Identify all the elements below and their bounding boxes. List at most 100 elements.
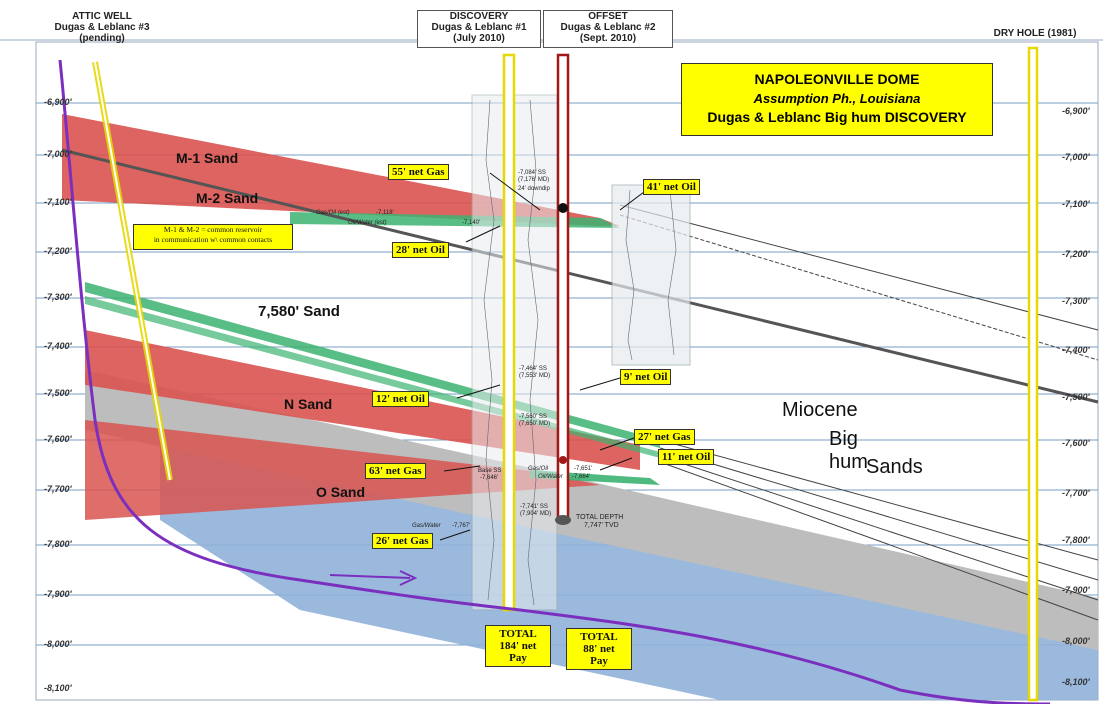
depth-right-1: -6,900' xyxy=(1062,106,1090,116)
note-line-2: in communication w\ common contacts xyxy=(153,235,273,244)
attic-well-header: ATTIC WELL Dugas & Leblanc #3 (pending) xyxy=(42,11,162,44)
discovery-header: DISCOVERY Dugas & Leblanc #1 (July 2010) xyxy=(417,10,541,48)
depth-left-13: -8,100' xyxy=(44,683,72,693)
attic-well-status: (pending) xyxy=(79,33,125,44)
depth-left-4: -7,200' xyxy=(44,246,72,256)
callout-9-net-oil: 9' net Oil xyxy=(620,369,672,385)
depth-left-3: -7,100' xyxy=(44,197,72,207)
callout-26-net-gas: 26' net Gas xyxy=(372,533,433,549)
salt-dome-outline xyxy=(58,59,1051,704)
depth-left-2: -7,000' xyxy=(44,149,72,159)
label-m2-sand: M-2 Sand xyxy=(196,190,259,206)
depth-left-12: -8,000' xyxy=(44,639,72,649)
offset-title: OFFSET xyxy=(588,11,628,22)
depth-left-1: -6,900' xyxy=(44,97,72,107)
depth-right-4: -7,200' xyxy=(1062,249,1090,259)
annot-7176-md: (7,176' MD) xyxy=(518,177,550,183)
annot-7140: -7,140' xyxy=(462,220,481,226)
annot-total-depth: TOTAL DEPTH xyxy=(576,514,624,521)
annot-7464: -7,464' SS xyxy=(519,366,547,372)
annot-tvd: 7,747' TVD xyxy=(584,522,619,529)
annot-7084: -7,084' SS xyxy=(518,170,546,176)
total-discovery-line-1: TOTAL xyxy=(499,628,537,640)
title-line-2: Assumption Ph., Louisiana xyxy=(753,91,921,106)
total-discovery-line-2: 184' net xyxy=(499,640,537,652)
annot-7904-md: (7,904' MD) xyxy=(520,511,552,517)
total-discovery-box: TOTAL 184' net Pay xyxy=(485,625,551,667)
discovery-name: Dugas & Leblanc #1 xyxy=(431,22,527,33)
depth-left-9: -7,700' xyxy=(44,484,72,494)
dry-hole-title: DRY HOLE (1981) xyxy=(993,28,1077,39)
o-sand-body xyxy=(85,420,600,520)
depth-right-7: -7,500' xyxy=(1062,392,1090,402)
depth-right-5: -7,300' xyxy=(1062,296,1090,306)
depth-left-10: -7,800' xyxy=(44,539,72,549)
annot-7646: -7,646' xyxy=(480,475,499,481)
title-line-1: NAPOLEONVILLE DOME xyxy=(754,71,920,87)
offset-date: (Sept. 2010) xyxy=(579,33,637,44)
annot-7553-md: (7,553' MD) xyxy=(519,373,551,379)
depth-left-5: -7,300' xyxy=(44,292,72,302)
depth-right-9: -7,700' xyxy=(1062,488,1090,498)
dry-hole-header: DRY HOLE (1981) xyxy=(980,28,1090,39)
annot-oil-water-low: Oil/Water xyxy=(538,474,563,480)
depth-right-6: -7,400' xyxy=(1062,345,1090,355)
total-discovery-line-3: Pay xyxy=(509,652,527,664)
depth-left-7: -7,500' xyxy=(44,388,72,398)
depth-right-8: -7,600' xyxy=(1062,438,1090,448)
annot-7741: -7,741' SS xyxy=(520,504,548,510)
attic-well-track xyxy=(92,61,173,481)
depth-left-6: -7,400' xyxy=(44,341,72,351)
common-reservoir-note: M-1 & M-2 = common reservoir in communic… xyxy=(133,224,293,250)
title-line-3: Dugas & Leblanc Big hum DISCOVERY xyxy=(707,109,967,125)
title-box: NAPOLEONVILLE DOME Assumption Ph., Louis… xyxy=(681,63,993,136)
offset-name: Dugas & Leblanc #2 xyxy=(560,22,656,33)
label-m1-sand: M-1 Sand xyxy=(176,150,239,166)
depth-right-10: -7,800' xyxy=(1062,535,1090,545)
annot-oil-water-top: Oil/Water (est) xyxy=(348,220,387,226)
total-offset-box: TOTAL 88' net Pay xyxy=(566,628,632,670)
dry-hole-track xyxy=(1027,46,1039,702)
discovery-title: DISCOVERY xyxy=(449,11,509,22)
annot-gas-oil-top: Gas/Oil (est) xyxy=(316,210,350,216)
annot-7650-md: (7,650' MD) xyxy=(519,421,551,427)
miocene-line-2: Big hum xyxy=(829,428,868,473)
depth-right-2: -7,000' xyxy=(1062,152,1090,162)
callout-11-net-oil: 11' net Oil xyxy=(658,449,715,465)
miocene-line-3: Sands xyxy=(866,456,923,478)
attic-well-title: ATTIC WELL xyxy=(72,11,132,22)
annot-downdip: 24' downdip xyxy=(518,186,550,192)
offset-well-track xyxy=(555,53,571,525)
depth-left-8: -7,600' xyxy=(44,434,72,444)
total-offset-line-3: Pay xyxy=(590,655,608,667)
annot-base-ss: Base SS xyxy=(478,468,502,474)
depth-right-13: -8,100' xyxy=(1062,677,1090,687)
annot-gas-oil-low: Gas/Oil xyxy=(528,466,549,472)
annot-7651: -7,651' xyxy=(574,466,593,472)
callout-12-net-oil: 12' net Oil xyxy=(372,391,429,407)
depth-right-3: -7,100' xyxy=(1062,199,1090,209)
annot-7664: -7,664' xyxy=(572,474,591,480)
blue-water-sand xyxy=(160,440,1098,700)
depth-left-11: -7,900' xyxy=(44,589,72,599)
discovery-date: (July 2010) xyxy=(453,33,505,44)
total-offset-line-2: 88' net xyxy=(583,643,615,655)
annot-gas-water: Gas/Water xyxy=(412,523,441,529)
dip-lines xyxy=(61,148,1099,621)
offset-header: OFFSET Dugas & Leblanc #2 (Sept. 2010) xyxy=(543,10,673,48)
depth-right-11: -7,900' xyxy=(1062,585,1090,595)
depth-right-12: -8,000' xyxy=(1062,636,1090,646)
callout-55-net-gas: 55' net Gas xyxy=(388,164,449,180)
callout-41-net-oil: 41' net Oil xyxy=(643,179,700,195)
label-7580-sand: 7,580' Sand xyxy=(258,303,340,320)
attic-well-name: Dugas & Leblanc #3 xyxy=(54,22,150,33)
annot-7560: -7,560' SS xyxy=(519,414,547,420)
offset-log-panel xyxy=(611,184,691,366)
discovery-well-track xyxy=(502,53,516,612)
callout-63-net-gas: 63' net Gas xyxy=(365,463,426,479)
label-o-sand: O Sand xyxy=(316,484,366,500)
callout-28-net-oil: 28' net Oil xyxy=(392,242,449,258)
miocene-line-1: Miocene xyxy=(782,399,858,421)
annot-7118: -7,118' xyxy=(376,210,394,216)
